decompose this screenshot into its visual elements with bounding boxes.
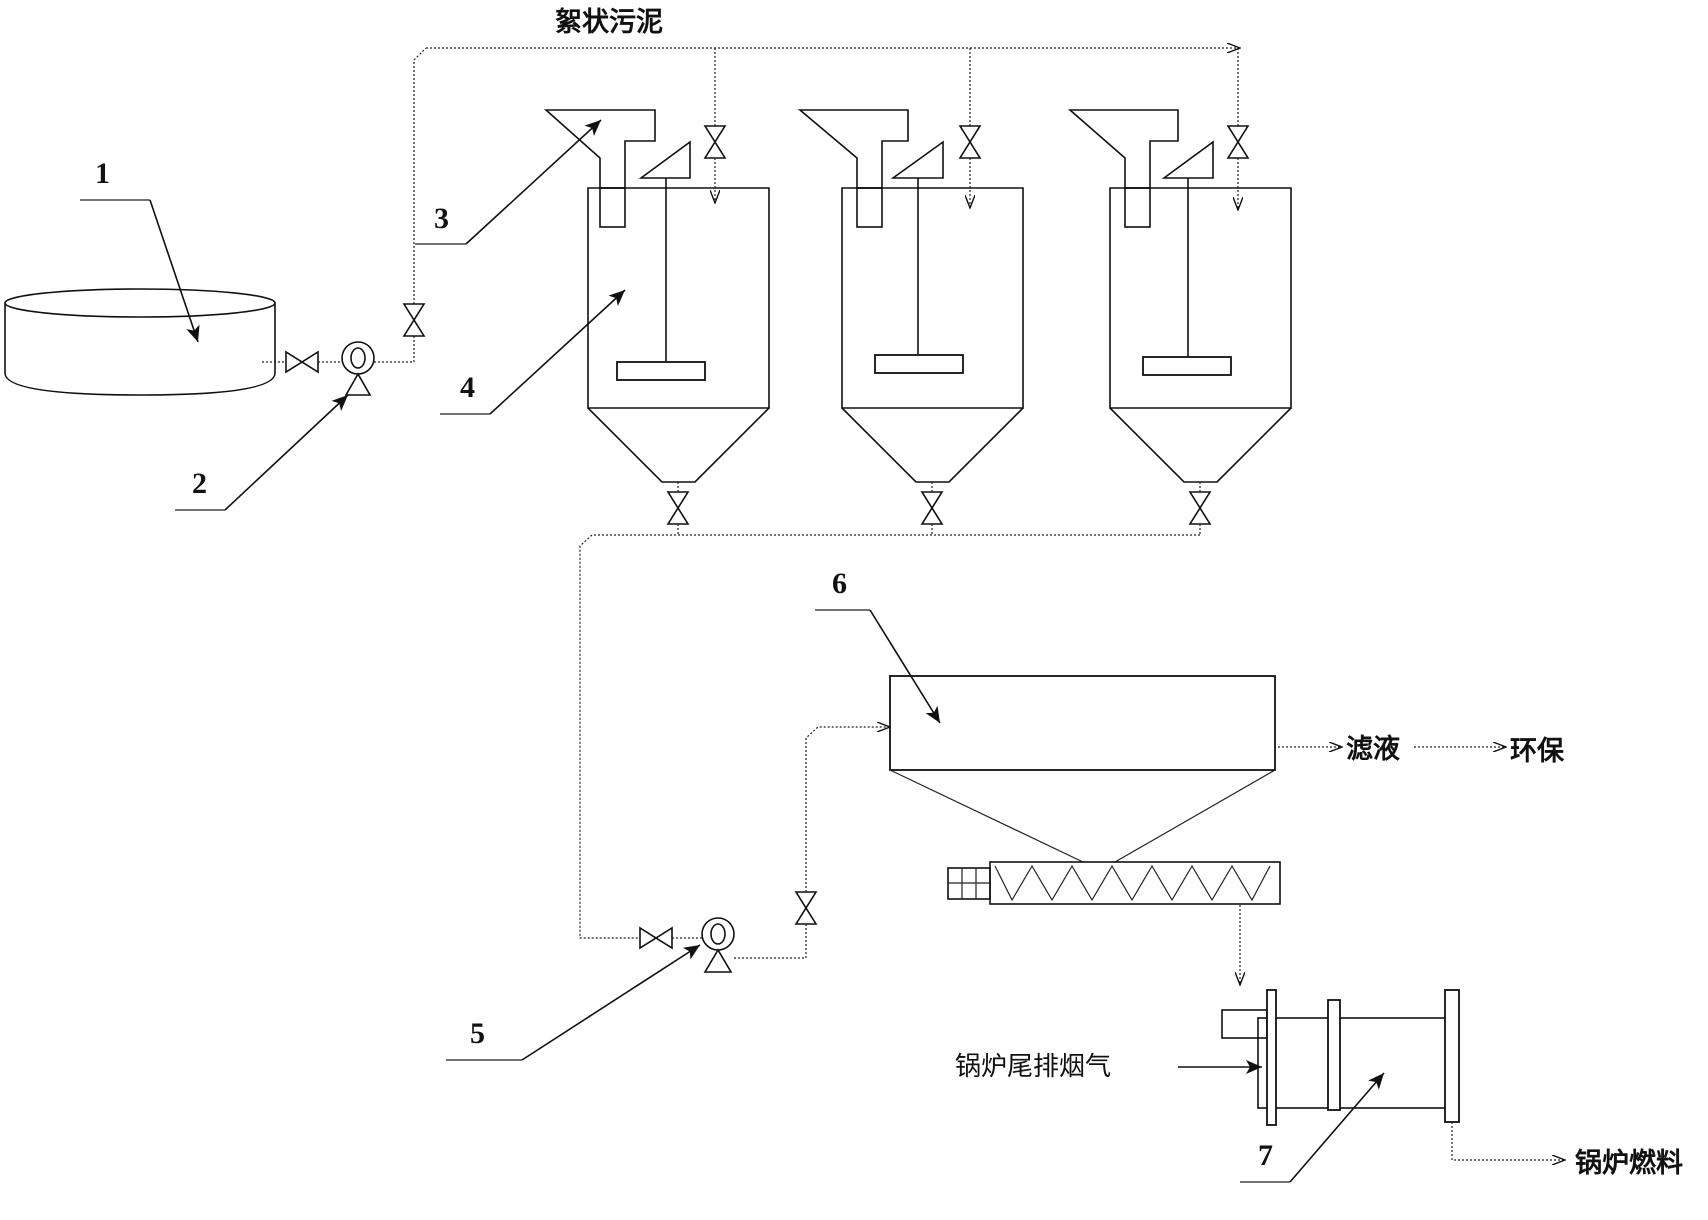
floc-valve-3[interactable] xyxy=(1227,125,1249,159)
mixing-tank-1 xyxy=(543,109,770,483)
bottom-valve-2[interactable] xyxy=(921,491,943,525)
transfer-inlet-valve[interactable] xyxy=(639,927,673,949)
floc-valve-2[interactable] xyxy=(959,125,981,159)
filtrate-label: 滤液 xyxy=(1346,734,1400,765)
flue-gas-label: 锅炉尾排烟气 xyxy=(955,1052,1111,1082)
callout-number-6: 6 xyxy=(832,567,847,600)
floc-valve-1[interactable] xyxy=(704,125,726,159)
floc-branch-3 xyxy=(1227,48,1249,210)
boiler-fuel-label: 锅炉燃料 xyxy=(1575,1148,1683,1179)
callout-3: 3 xyxy=(415,119,602,245)
bottom-valve-1[interactable] xyxy=(667,491,689,525)
callout-number-3: 3 xyxy=(434,202,449,235)
tank-outlet-valve[interactable] xyxy=(285,351,319,373)
floc-branch-2 xyxy=(959,48,981,208)
screw-conveyor xyxy=(947,861,1281,905)
boiler-fuel-output: 锅炉燃料 xyxy=(1451,1122,1683,1179)
callout-number-5: 5 xyxy=(470,1017,485,1050)
mixing-tank-3 xyxy=(1067,109,1292,483)
rotary-dryer xyxy=(1221,989,1460,1126)
bottom-valve-3[interactable] xyxy=(1189,491,1211,525)
storage-tank xyxy=(4,288,276,396)
callout-6: 6 xyxy=(815,567,941,724)
mixing-tank-2 xyxy=(797,109,1024,483)
floc-branch-1 xyxy=(704,48,726,203)
filter-feed-valve[interactable] xyxy=(795,891,817,925)
callout-7: 7 xyxy=(1240,1072,1385,1183)
callout-4: 4 xyxy=(440,289,626,415)
floc-sludge-label: 絮状污泥 xyxy=(555,6,663,38)
tank-outlet-line xyxy=(262,351,342,373)
callout-2: 2 xyxy=(175,394,349,511)
callout-5: 5 xyxy=(446,944,701,1061)
floc-sludge-header: 絮状污泥 xyxy=(426,6,1240,48)
callout-number-1: 1 xyxy=(95,157,110,190)
transfer-pump[interactable] xyxy=(701,917,735,973)
discharge-valve[interactable] xyxy=(403,303,425,337)
callout-number-2: 2 xyxy=(192,467,207,500)
flue-gas-input: 锅炉尾排烟气 xyxy=(955,1052,1262,1082)
feed-pump[interactable] xyxy=(341,341,375,396)
callout-number-7: 7 xyxy=(1258,1139,1273,1172)
pump-discharge-line xyxy=(374,47,427,363)
callout-1: 1 xyxy=(80,157,200,343)
filter-feed-line xyxy=(734,727,890,959)
callout-number-4: 4 xyxy=(460,371,475,404)
filtrate-output: 滤液 环保 xyxy=(1278,734,1565,767)
filter-press xyxy=(889,675,1276,863)
env-label: 环保 xyxy=(1510,736,1565,767)
tank-bottom-outlets xyxy=(579,482,1211,939)
